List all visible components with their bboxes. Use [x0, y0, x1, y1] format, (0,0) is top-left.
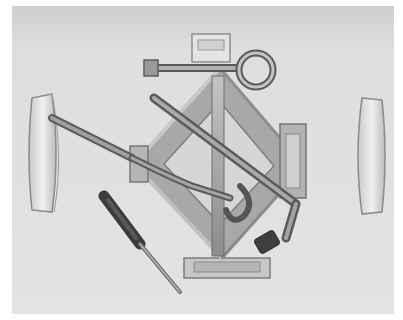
jack-base [184, 258, 270, 278]
right-pad [358, 98, 385, 214]
tool-kit-illustration [12, 6, 394, 314]
top-bracket [192, 34, 230, 62]
tool-kit-photo [12, 6, 394, 314]
left-pad [29, 94, 59, 212]
